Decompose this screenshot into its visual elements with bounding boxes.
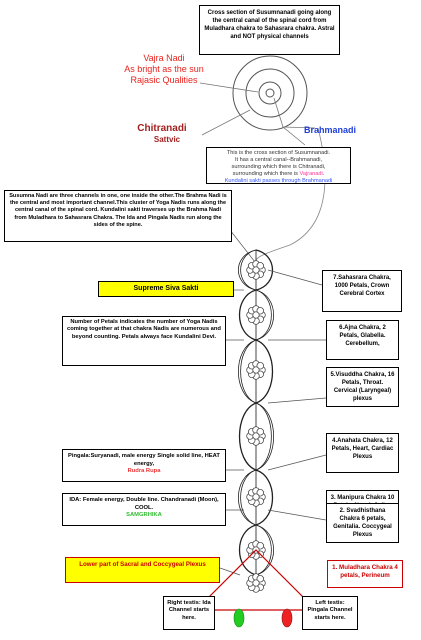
lower-plexus-box: Lower part of Sacral and Coccygeal Plexu… [65,557,220,583]
right-testis-box: Right testis: Ida Channel starts here. [163,596,215,630]
lotus-anahata [246,426,266,446]
lotus-muladhara [246,573,266,593]
connector-lines [219,229,256,576]
chakra-box-ajna: 6.Ajna Chakra, 2 Petals, Glabella. Cereb… [326,320,399,360]
chitra-label: Chitranadi Sattvic [122,123,202,145]
header-box: Cross section of Susumnanadi going along… [199,5,340,55]
three-channels-box: Susumna Nadi are three channels in one, … [4,190,232,242]
right-testis-icon [233,608,245,628]
ida-channel-line-2 [237,249,275,576]
vajra-desc2: Rajasic Qualities [130,75,198,85]
chakra-box-svadhisthana-text: 2. Svadhisthana Chakra 6 petals, Genital… [326,503,399,543]
petals-box: Number of Petals indicates the number of… [62,316,226,366]
ida-box: IDA: Female energy, Double line. Chandra… [62,493,226,526]
pointer-lines [199,82,316,146]
chakra-box-visuddha: 5.Visuddha Chakra, 16 Petals, Throat. Ce… [326,367,399,407]
lotus-ajna [246,305,266,325]
right-connectors [267,269,327,521]
chakra-box-muladhara: 1. Muladhara Chakra 4 petals, Perineum [327,560,403,588]
chakra-box-sahasrara: 7.Sahasrara Chakra, 1000 Petals, Crown C… [322,270,402,312]
left-testis-box: Left testis: Pingala Channel starts here… [302,596,358,630]
cross-section-box: This is the cross section of Susumnanadi… [206,147,351,184]
samgrhika: SAMGRHIKA [126,512,162,519]
lotus-visuddha [246,360,266,380]
chakra-lotuses [246,260,266,593]
cross-section-circles [232,55,308,131]
chitra-quality: Sattvic [153,135,181,144]
vajra-name: Vajra Nadi [143,53,185,63]
vajra-label: Vajra Nadi As bright as the sun Rajasic … [114,53,214,86]
siva-sakti-box: Supreme Siva Sakti [98,281,234,297]
brahma-label: Brahmanadi [303,125,356,135]
chitra-name: Chitranadi [137,123,187,134]
lotus-manipura [246,487,266,507]
vajra-desc1: As bright as the sun [124,64,204,74]
chakra-box-anahata: 4.Anahata Chakra, 12 Petals, Heart, Card… [326,433,399,473]
rudra-rupa: Rudra Rupa [127,468,161,475]
vajranadi-highlight: Vajranadi [299,171,323,177]
lotus-sahasrara [246,260,266,280]
left-testis-icon [281,608,293,628]
pingala-box: Pingala:Suryanadi, male energy Single so… [62,449,226,482]
nadi-channels [237,249,275,576]
